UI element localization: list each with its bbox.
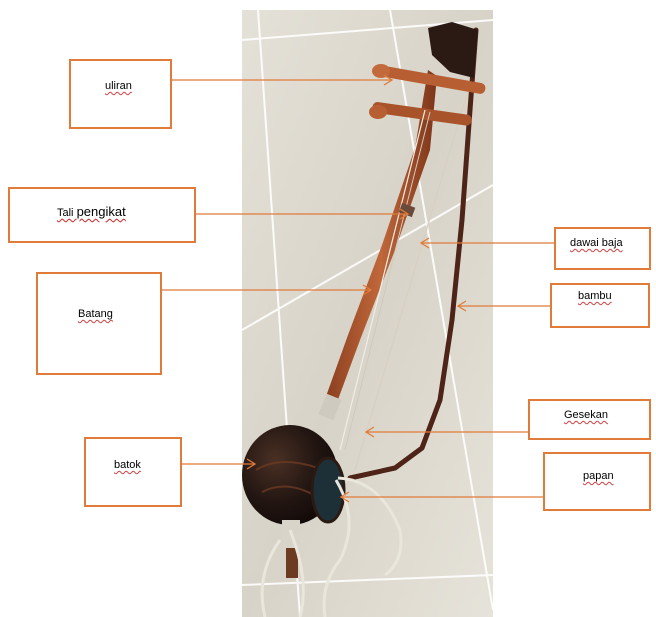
instrument-photo [242, 10, 493, 617]
label-uliran-text: uliran [105, 80, 132, 92]
soundboard [312, 458, 344, 522]
label-gesekan-text: Gesekan [564, 409, 608, 421]
label-bambu: bambu [550, 283, 650, 328]
label-gesekan: Gesekan [528, 399, 651, 440]
label-bambu-text: bambu [578, 290, 612, 302]
label-dawai-baja-text: dawai baja [570, 237, 623, 249]
peg-end-bottom [369, 105, 387, 119]
label-papan-text: papan [583, 470, 614, 482]
label-batang-text: Batang [78, 308, 113, 320]
peg-end-top [372, 64, 390, 78]
label-tali-word: pengikat [77, 204, 126, 219]
label-batok: batok [84, 437, 182, 507]
label-uliran: uliran [69, 59, 172, 129]
label-papan: papan [543, 452, 651, 511]
label-tali-pengikat-text: Tali pengikat [57, 204, 126, 219]
label-dawai-baja: dawai baja [554, 227, 651, 270]
label-tali-prefix: Tali [57, 207, 77, 219]
label-tali-pengikat: Tali pengikat [8, 187, 196, 243]
label-batang: Batang [36, 272, 162, 375]
label-batok-text: batok [114, 459, 141, 471]
